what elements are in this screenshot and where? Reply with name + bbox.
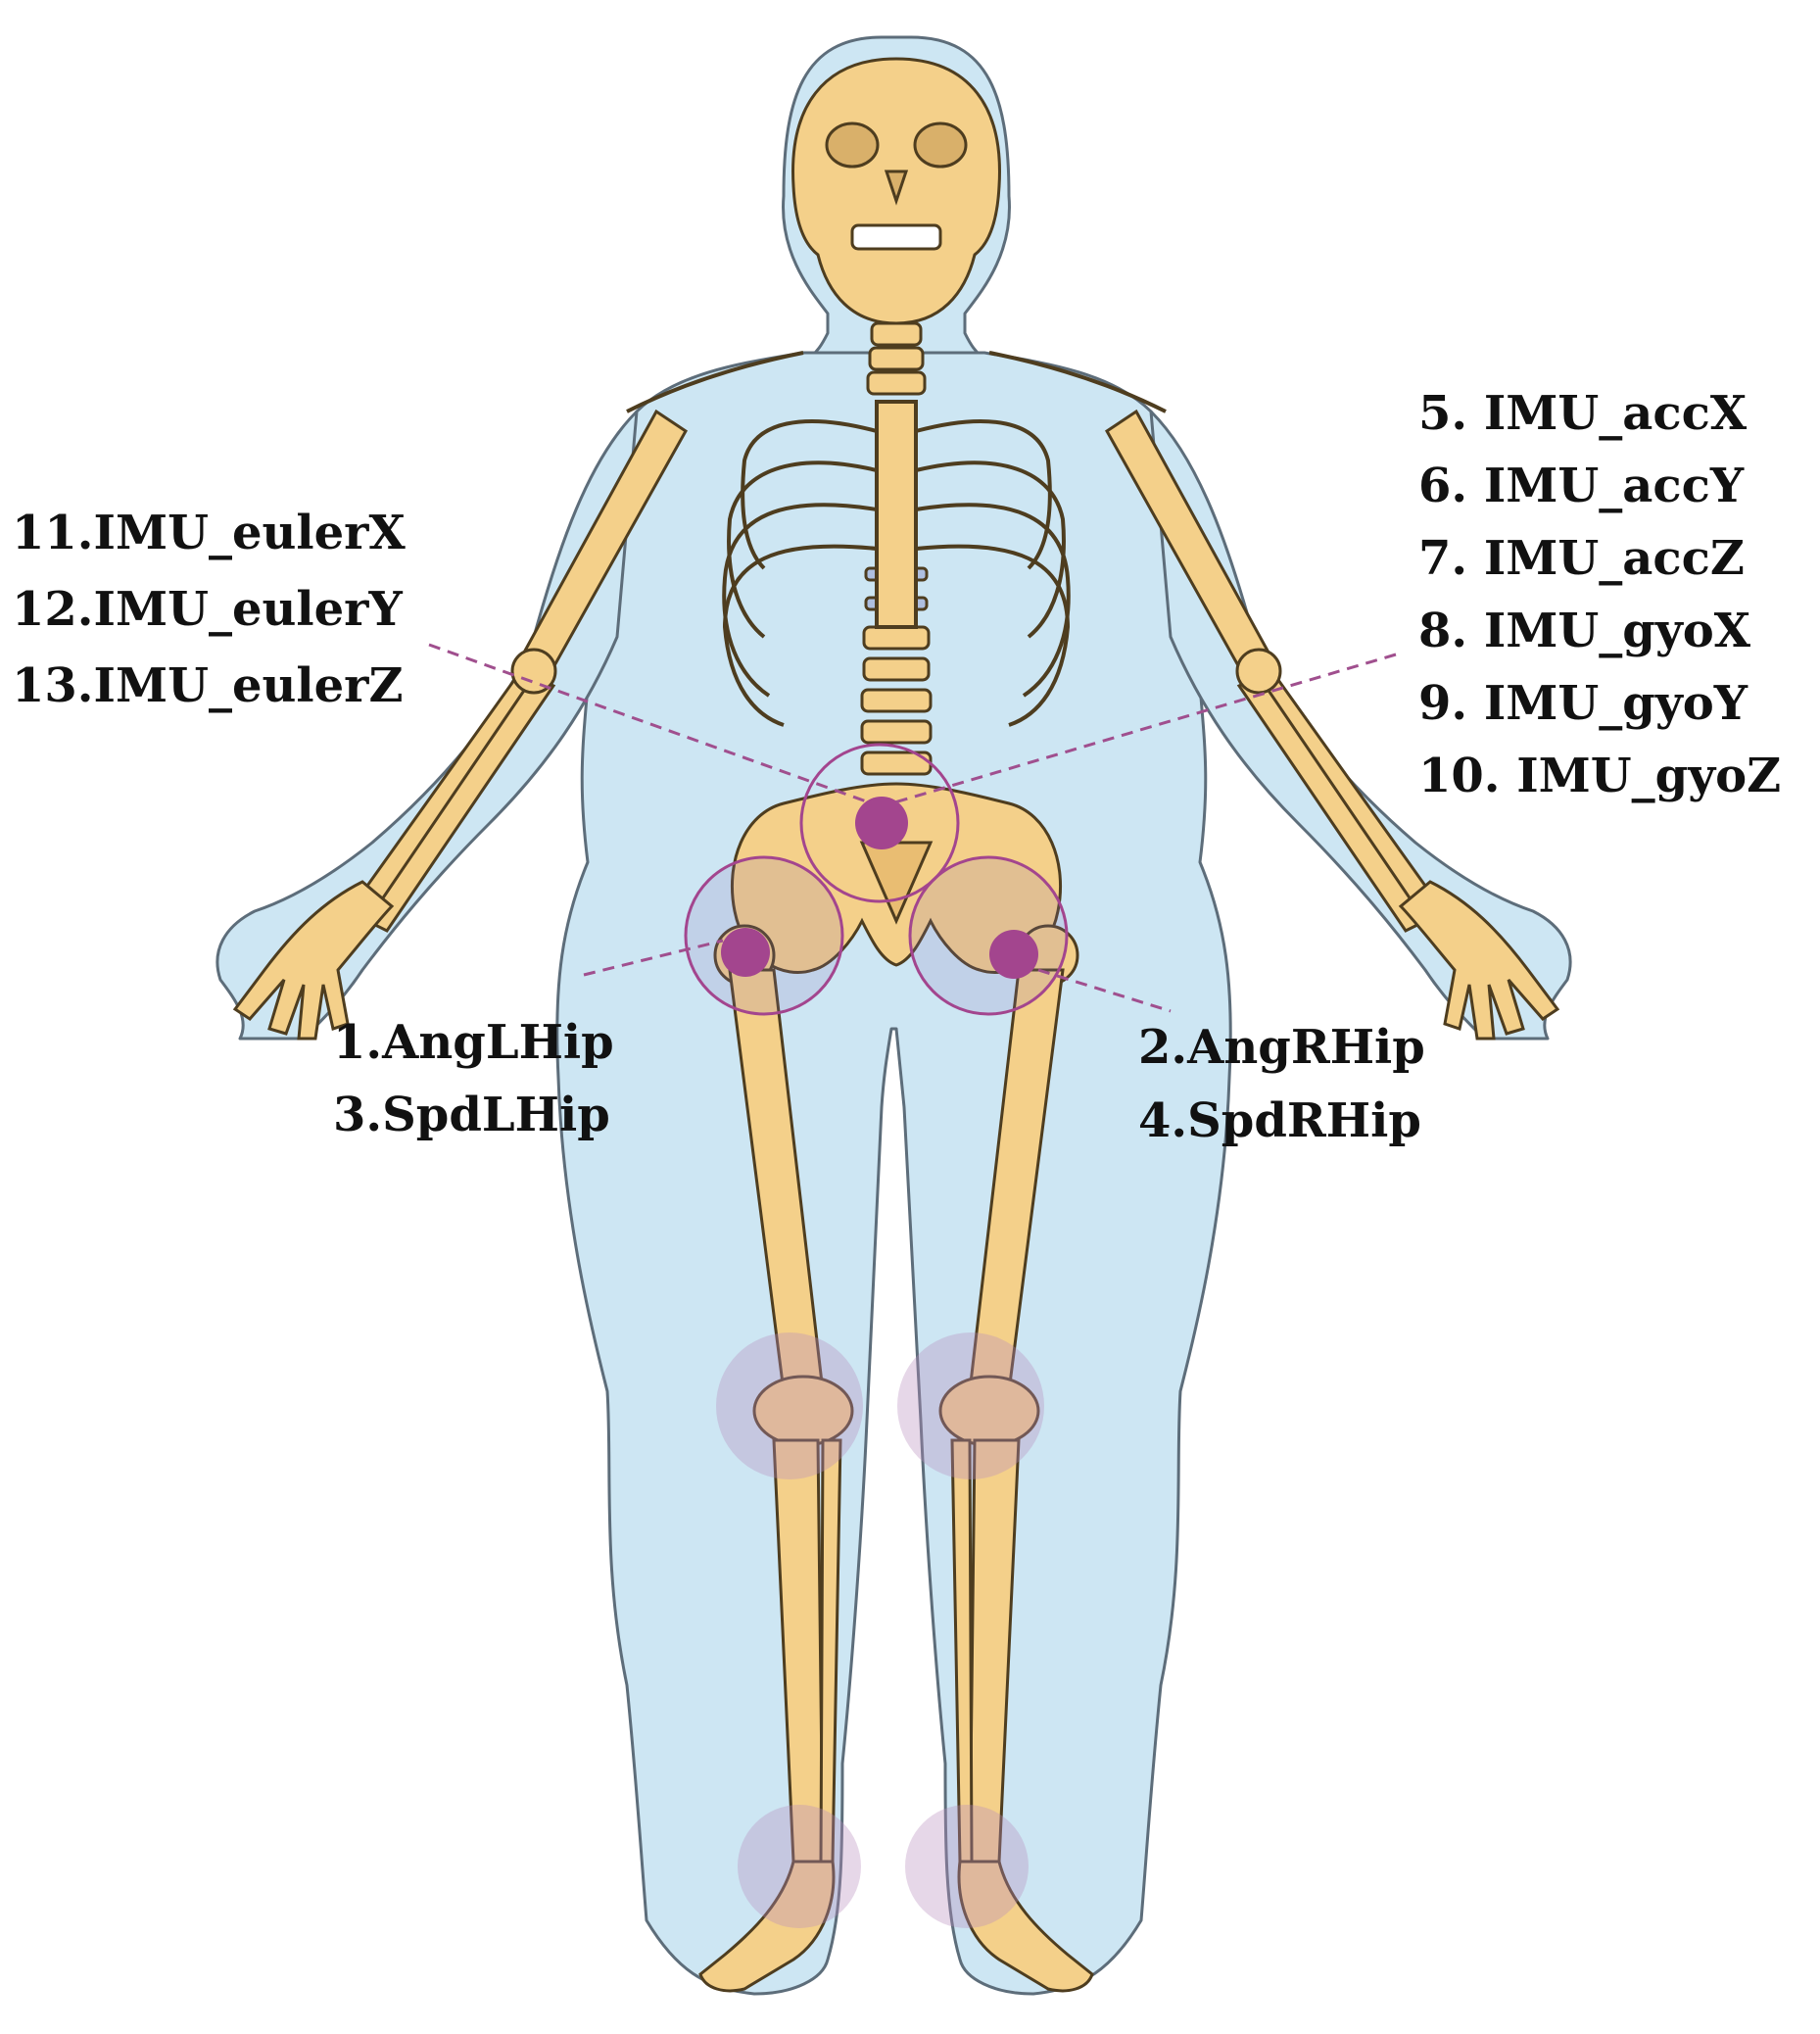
hands — [232, 880, 1560, 1041]
skull — [791, 57, 1001, 325]
left-hip-leader-line — [583, 939, 724, 977]
euler-leader-line — [428, 643, 873, 805]
right-hip-speed-label: 4.SpdRHip — [1138, 1093, 1421, 1148]
joint-halos — [716, 1332, 1044, 1928]
imu-label-accz: 7. IMU_accZ — [1418, 531, 1745, 586]
right-hip-sensor-dot — [989, 930, 1038, 979]
arm-bones — [350, 409, 1443, 933]
left-knee-halo — [716, 1332, 863, 1479]
euler-label-z: 13.IMU_eulerZ — [12, 658, 404, 713]
imu-label-accx: 5. IMU_accX — [1418, 386, 1748, 441]
pelvis-imu-sensor-dot — [855, 797, 908, 849]
leg-bones — [713, 924, 1079, 1864]
imu-label-gyoz: 10. IMU_gyoZ — [1418, 749, 1782, 803]
hip-sensor-rings — [684, 743, 1069, 1016]
imu-label-gyox: 8. IMU_gyoX — [1418, 604, 1750, 658]
left-hip-speed-label: 3.SpdLHip — [333, 1088, 610, 1142]
left-hip-ring — [684, 855, 844, 1016]
pelvis-ring — [799, 743, 960, 903]
right-hip-angle-label: 2.AngRHip — [1138, 1020, 1425, 1075]
rib-cage — [626, 351, 1167, 727]
right-hip-ring — [908, 855, 1069, 1016]
feet — [698, 1860, 1094, 1993]
imu-leader-line — [890, 653, 1397, 805]
leader-lines — [428, 643, 1397, 1013]
pelvis — [730, 782, 1063, 974]
sensor-dots — [721, 797, 1038, 979]
euler-label-y: 12.IMU_eulerY — [12, 582, 403, 637]
imu-label-accy: 6. IMU_accY — [1418, 459, 1745, 513]
right-hip-leader-line — [1037, 968, 1172, 1013]
right-knee-halo — [897, 1332, 1044, 1479]
right-ankle-halo — [905, 1805, 1029, 1928]
imu-label-gyoy: 9. IMU_gyoY — [1418, 676, 1748, 731]
left-hip-sensor-dot — [721, 928, 770, 977]
left-ankle-halo — [738, 1805, 861, 1928]
left-hip-angle-label: 1.AngLHip — [333, 1015, 614, 1070]
euler-label-x: 11.IMU_eulerX — [12, 506, 406, 560]
